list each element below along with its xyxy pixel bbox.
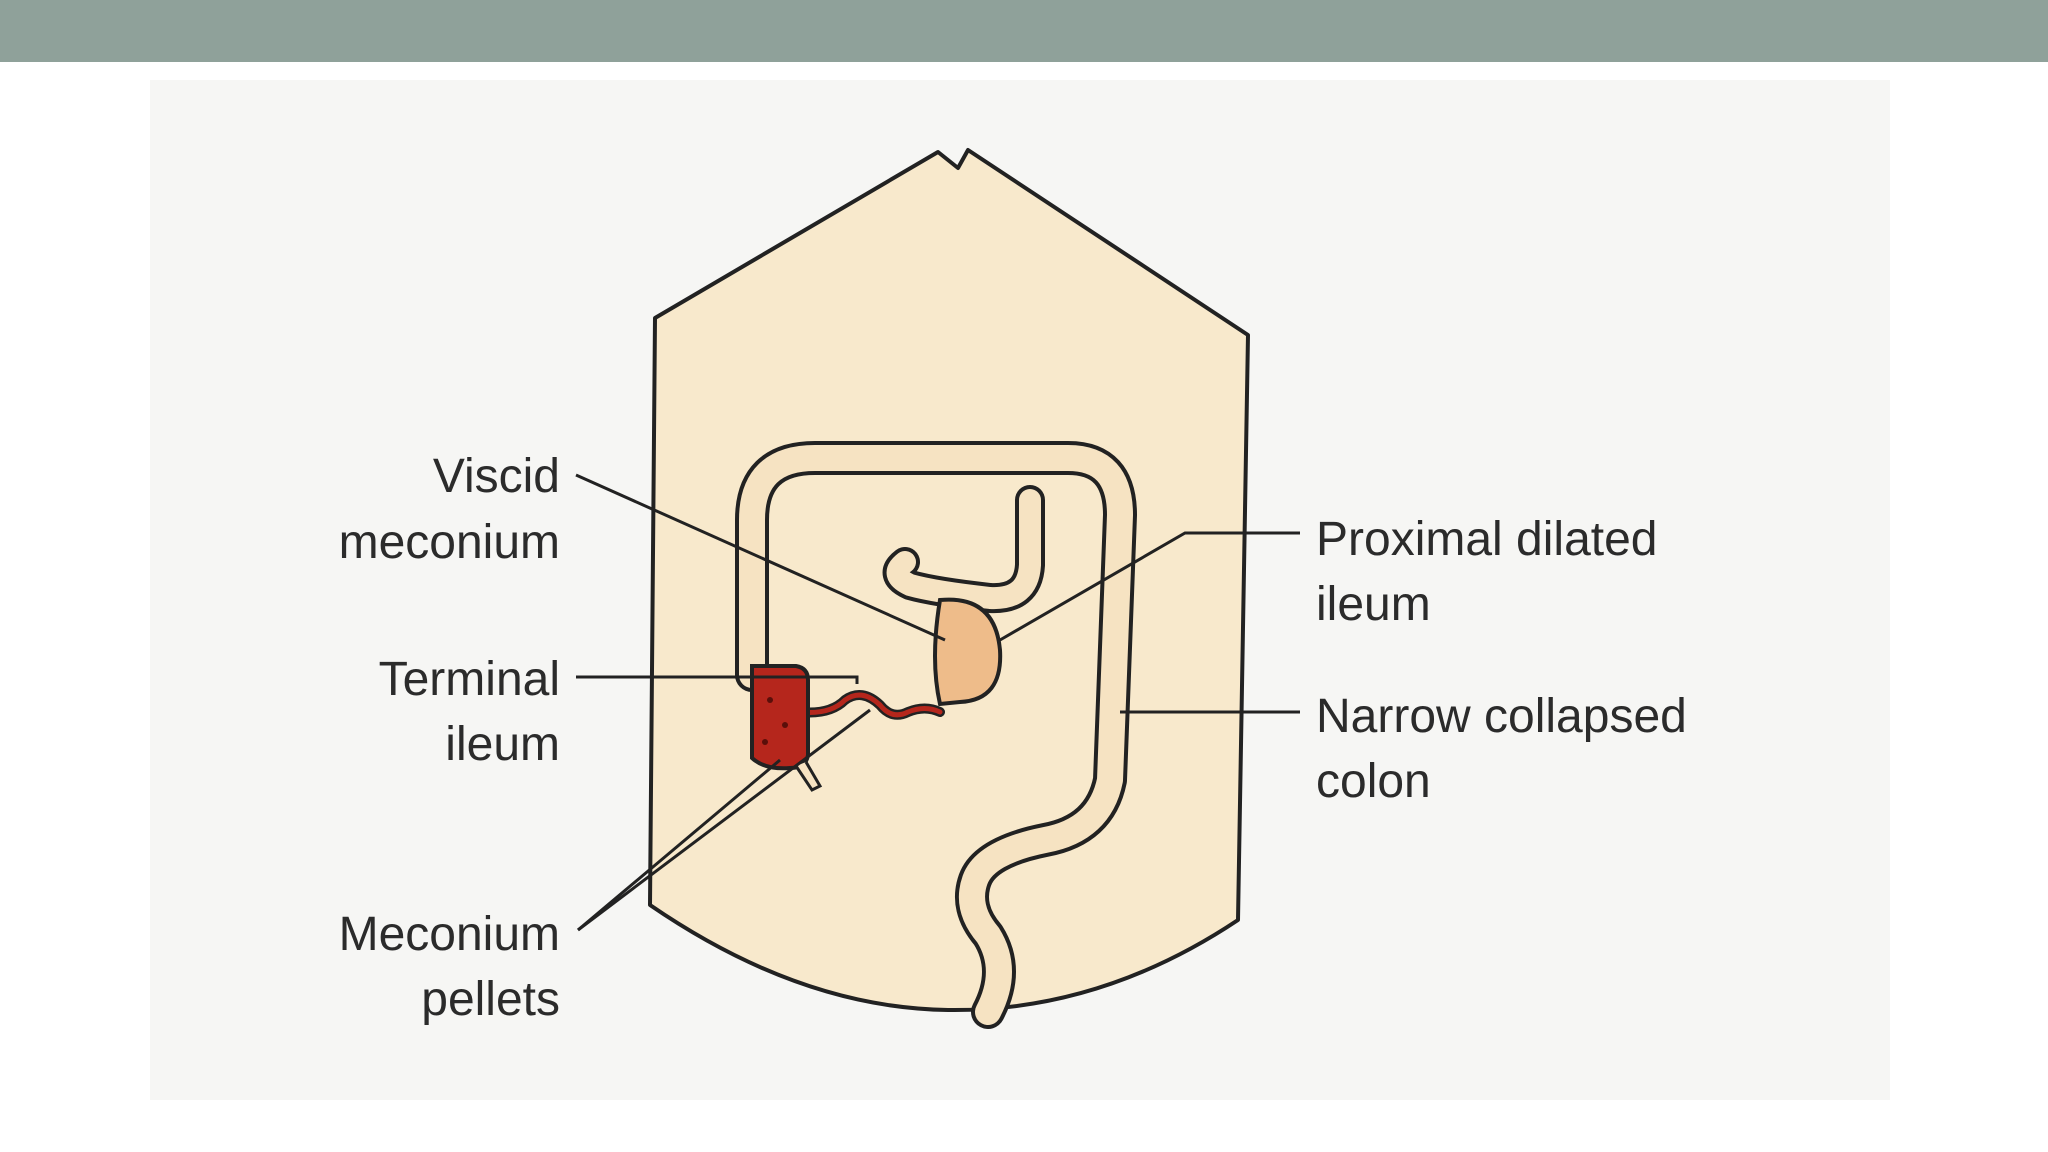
label-narrow-collapsed: Narrow collapsed bbox=[1316, 690, 1687, 743]
terminal-ileum bbox=[750, 664, 810, 771]
label-terminal-ileum: ileum bbox=[445, 718, 560, 771]
leader-meconium-pellet-a bbox=[577, 758, 781, 932]
label-colon: colon bbox=[1316, 755, 1431, 808]
label-viscid: Viscid bbox=[433, 450, 560, 503]
leader-proximal-dilated-ileum bbox=[999, 531, 1300, 642]
header-bar bbox=[0, 0, 2048, 62]
distal-ileum-lumen bbox=[797, 692, 943, 718]
leader-viscid-meconium bbox=[575, 473, 946, 642]
pellet-dot bbox=[767, 697, 773, 703]
label-meconium-pellets-2: pellets bbox=[421, 973, 560, 1026]
label-meconium-pellets-1: Meconium bbox=[339, 908, 560, 961]
label-proximal-dilated: Proximal dilated bbox=[1316, 513, 1657, 566]
label-proximal-ileum: ileum bbox=[1316, 578, 1431, 631]
leader-terminal-ileum bbox=[576, 675, 859, 684]
label-terminal: Terminal bbox=[379, 653, 560, 706]
proximal-dilated-ileum bbox=[933, 597, 1003, 707]
ileum-loop-lumen bbox=[886, 489, 1041, 610]
label-meconium: meconium bbox=[339, 516, 560, 569]
pellet-dot bbox=[762, 739, 768, 745]
colon-lumen bbox=[739, 445, 1133, 1025]
leader-meconium-pellet-b bbox=[577, 708, 871, 932]
pellet-dot bbox=[782, 722, 788, 728]
appendix bbox=[794, 761, 823, 792]
